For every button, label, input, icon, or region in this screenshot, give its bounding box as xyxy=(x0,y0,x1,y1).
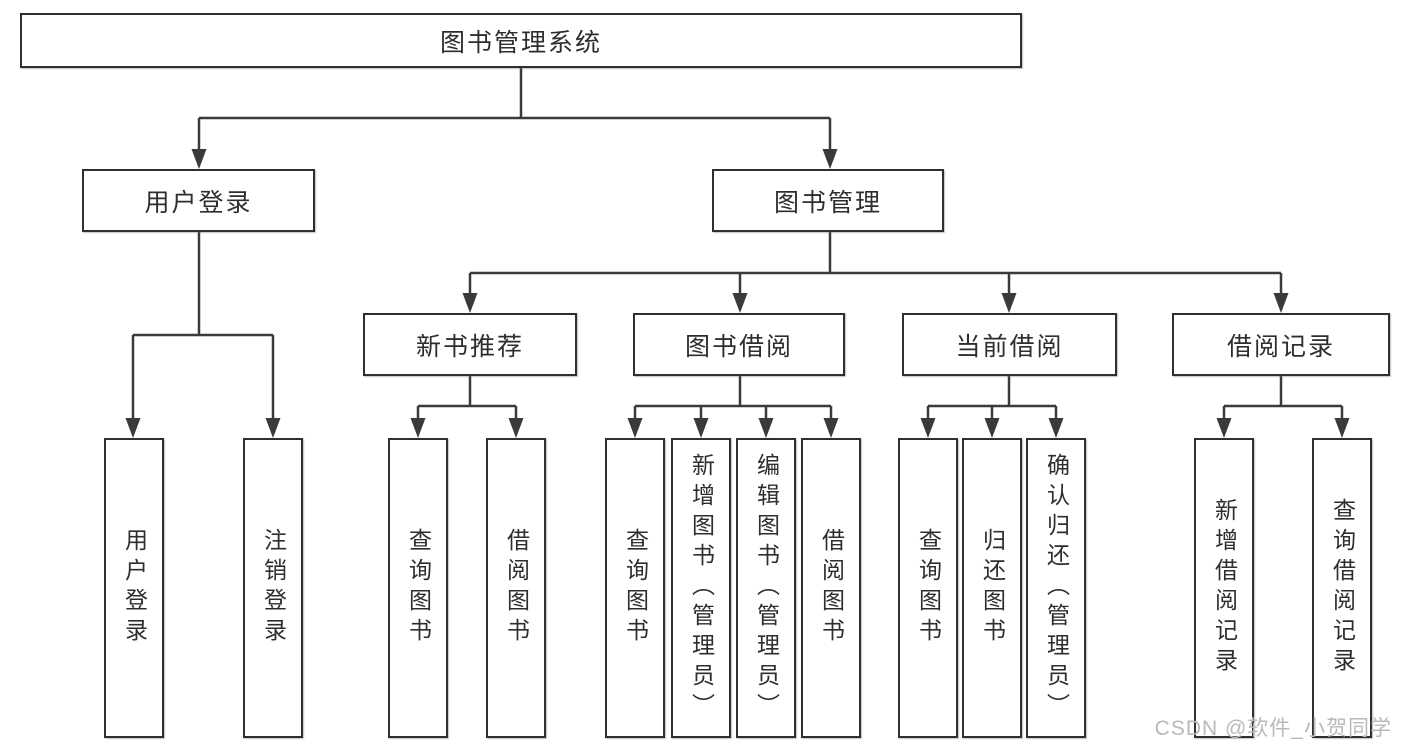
arrowhead-icons xyxy=(125,149,1350,438)
leaf-return-books: 归还图书 xyxy=(962,438,1022,738)
leaf-add-borrow-record: 新增借阅记录 xyxy=(1194,438,1254,738)
leaf-edit-books-admin: 编辑图书（管理员） xyxy=(736,438,796,738)
leaf-query-books-current: 查询图书 xyxy=(898,438,958,738)
leaf-add-books-admin: 新增图书（管理员） xyxy=(671,438,731,738)
node-label: 借阅记录 xyxy=(1226,332,1335,361)
leaf-confirm-return-admin: 确认归还（管理员） xyxy=(1026,438,1086,738)
node-label: 查询借阅记录 xyxy=(1329,498,1356,678)
node-current-borrowing: 当前借阅 xyxy=(902,313,1117,376)
csdn-watermark: CSDN @软件_小贺同学 xyxy=(1154,717,1392,740)
node-label: 注销登录 xyxy=(260,528,287,648)
node-new-book-recommendation: 新书推荐 xyxy=(363,313,577,376)
node-label: 查询图书 xyxy=(622,528,649,648)
node-label: 用户登录 xyxy=(144,188,253,217)
leaf-borrow-books-borrowing: 借阅图书 xyxy=(801,438,861,738)
node-label: 新增借阅记录 xyxy=(1211,498,1238,678)
leaf-user-login: 用户登录 xyxy=(104,438,164,738)
node-label: 图书管理系统 xyxy=(439,28,602,57)
leaf-logout: 注销登录 xyxy=(243,438,303,738)
node-borrowing-records: 借阅记录 xyxy=(1172,313,1390,376)
node-library-management-system: 图书管理系统 xyxy=(20,13,1022,68)
node-label: 查询图书 xyxy=(405,528,432,648)
leaf-query-books-recommend: 查询图书 xyxy=(388,438,448,738)
leaf-query-books-borrowing: 查询图书 xyxy=(605,438,665,738)
node-label: 新书推荐 xyxy=(415,332,524,361)
node-book-management: 图书管理 xyxy=(712,169,944,232)
node-book-borrowing: 图书借阅 xyxy=(633,313,845,376)
leaf-borrow-books-recommend: 借阅图书 xyxy=(486,438,546,738)
node-label: 用户登录 xyxy=(121,528,148,648)
connector-paths xyxy=(131,68,1344,419)
node-label: 查询图书 xyxy=(915,528,942,648)
node-label: 借阅图书 xyxy=(818,528,845,648)
node-label: 编辑图书（管理员） xyxy=(753,453,780,723)
node-label: 借阅图书 xyxy=(503,528,530,648)
node-label: 归还图书 xyxy=(979,528,1006,648)
node-label: 图书借阅 xyxy=(684,332,793,361)
leaf-query-borrow-record: 查询借阅记录 xyxy=(1312,438,1372,738)
node-label: 图书管理 xyxy=(773,188,882,217)
node-user-login: 用户登录 xyxy=(82,169,315,232)
node-label: 确认归还（管理员） xyxy=(1043,453,1070,723)
node-label: 当前借阅 xyxy=(955,332,1064,361)
node-label: 新增图书（管理员） xyxy=(688,453,715,723)
